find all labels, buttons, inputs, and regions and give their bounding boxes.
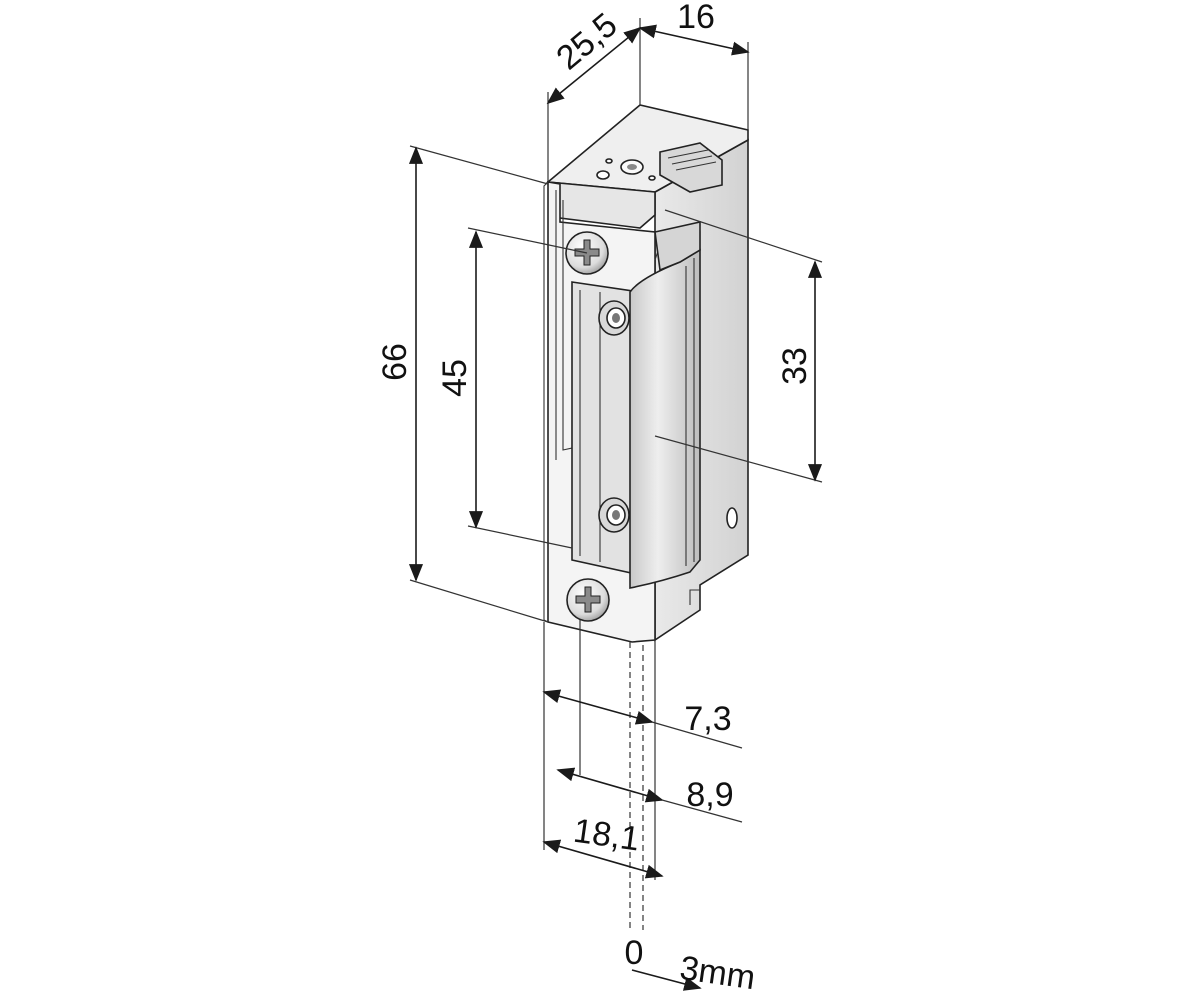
dimension-latch-height: 33 <box>654 209 823 483</box>
dimension-faceplate-width: 18,1 <box>542 812 664 879</box>
dimension-screw-spacing: 45 <box>436 227 588 549</box>
dimension-overall-height: 66 <box>376 145 549 623</box>
adjustment-end-label: 3mm <box>677 949 757 997</box>
dim-label-screw-spacing: 45 <box>436 359 474 397</box>
top-hole-small <box>596 170 610 180</box>
dimension-width-top: 16 <box>638 0 750 130</box>
dim-label-overall-height: 66 <box>376 343 414 381</box>
dim-label-faceplate-width: 18,1 <box>571 812 642 859</box>
latch-screw-bottom <box>598 497 630 533</box>
dim-label-latch-height: 33 <box>776 347 814 385</box>
dim-label-offset-b: 8,9 <box>686 776 733 814</box>
dimension-offset-a: 7,3 <box>542 689 743 749</box>
screw-bottom <box>566 578 610 622</box>
bottom-extension-lines <box>543 620 656 930</box>
dim-label-width-top: 16 <box>677 0 715 36</box>
dimension-adjustment: 0 3mm <box>625 934 758 997</box>
latch <box>629 248 701 589</box>
latch-screw-top <box>598 300 630 336</box>
dim-label-depth: 25,5 <box>549 6 624 78</box>
side-hole <box>726 507 738 529</box>
dim-label-offset-a: 7,3 <box>684 700 731 738</box>
electric-strike-body <box>543 104 749 643</box>
adjustment-start-label: 0 <box>625 934 644 972</box>
dimension-offset-b: 8,9 <box>556 767 743 823</box>
